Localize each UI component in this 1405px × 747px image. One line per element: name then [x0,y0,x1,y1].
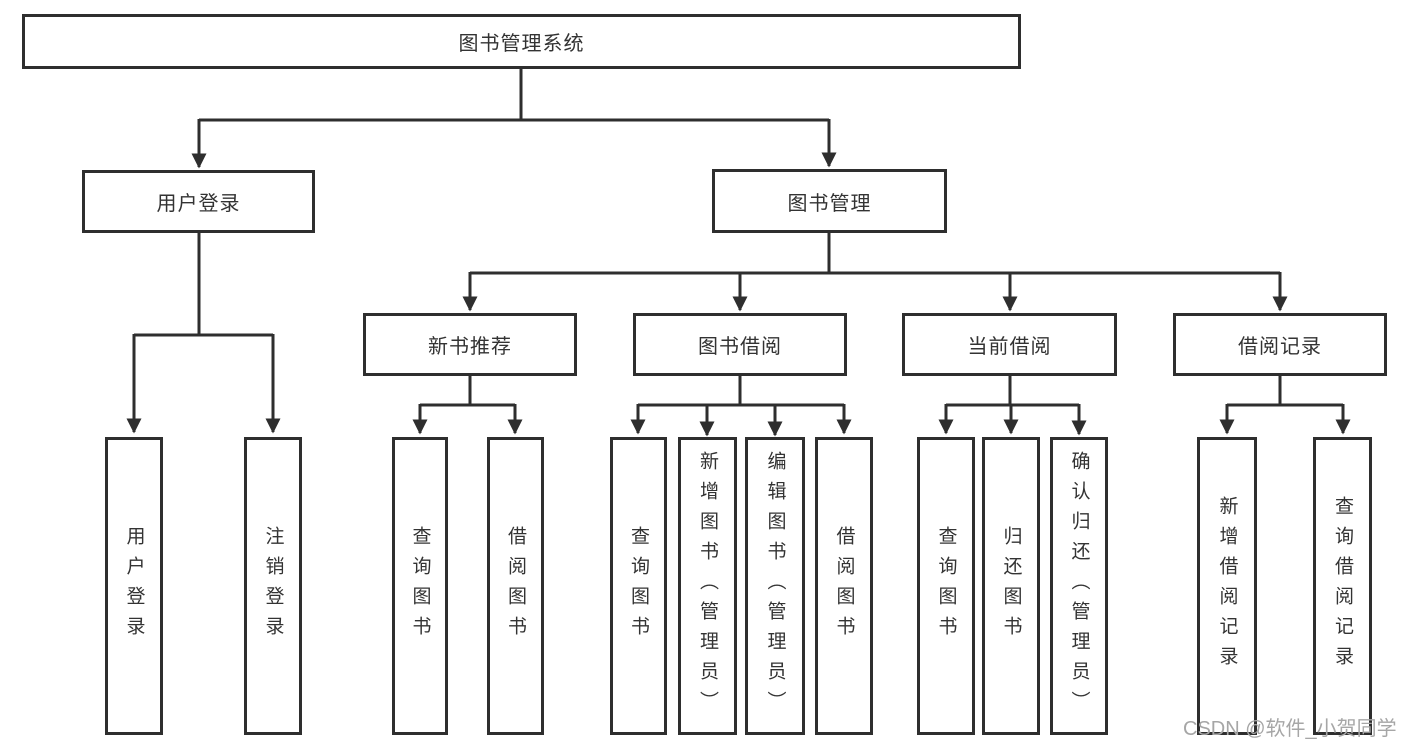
leaf-logout: 注销登录 [244,437,302,735]
node-new-book-recommend: 新书推荐 [363,313,577,376]
leaf-confirm-return-admin: 确认归还（管理员） [1050,437,1108,735]
leaf-query-books-borrowing: 查询图书 [610,437,667,735]
leaf-edit-books-admin: 编辑图书（管理员） [745,437,805,735]
leaf-query-books-current: 查询图书 [917,437,975,735]
node-book-borrowing: 图书借阅 [633,313,847,376]
watermark: CSDN @软件_小贺同学 [1183,718,1397,740]
node-user-login: 用户登录 [82,170,315,233]
leaf-query-books-recommend: 查询图书 [392,437,448,735]
leaf-borrow-books-borrowing: 借阅图书 [815,437,873,735]
leaf-user-login: 用户登录 [105,437,163,735]
leaf-borrow-books-recommend: 借阅图书 [487,437,544,735]
leaf-query-borrow-record: 查询借阅记录 [1313,437,1372,735]
node-book-management: 图书管理 [712,169,947,233]
leaf-add-borrow-record: 新增借阅记录 [1197,437,1257,735]
leaf-return-books: 归还图书 [982,437,1040,735]
node-root: 图书管理系统 [22,14,1021,69]
node-borrowing-records: 借阅记录 [1173,313,1387,376]
node-current-borrowing: 当前借阅 [902,313,1117,376]
leaf-add-books-admin: 新增图书（管理员） [678,437,737,735]
